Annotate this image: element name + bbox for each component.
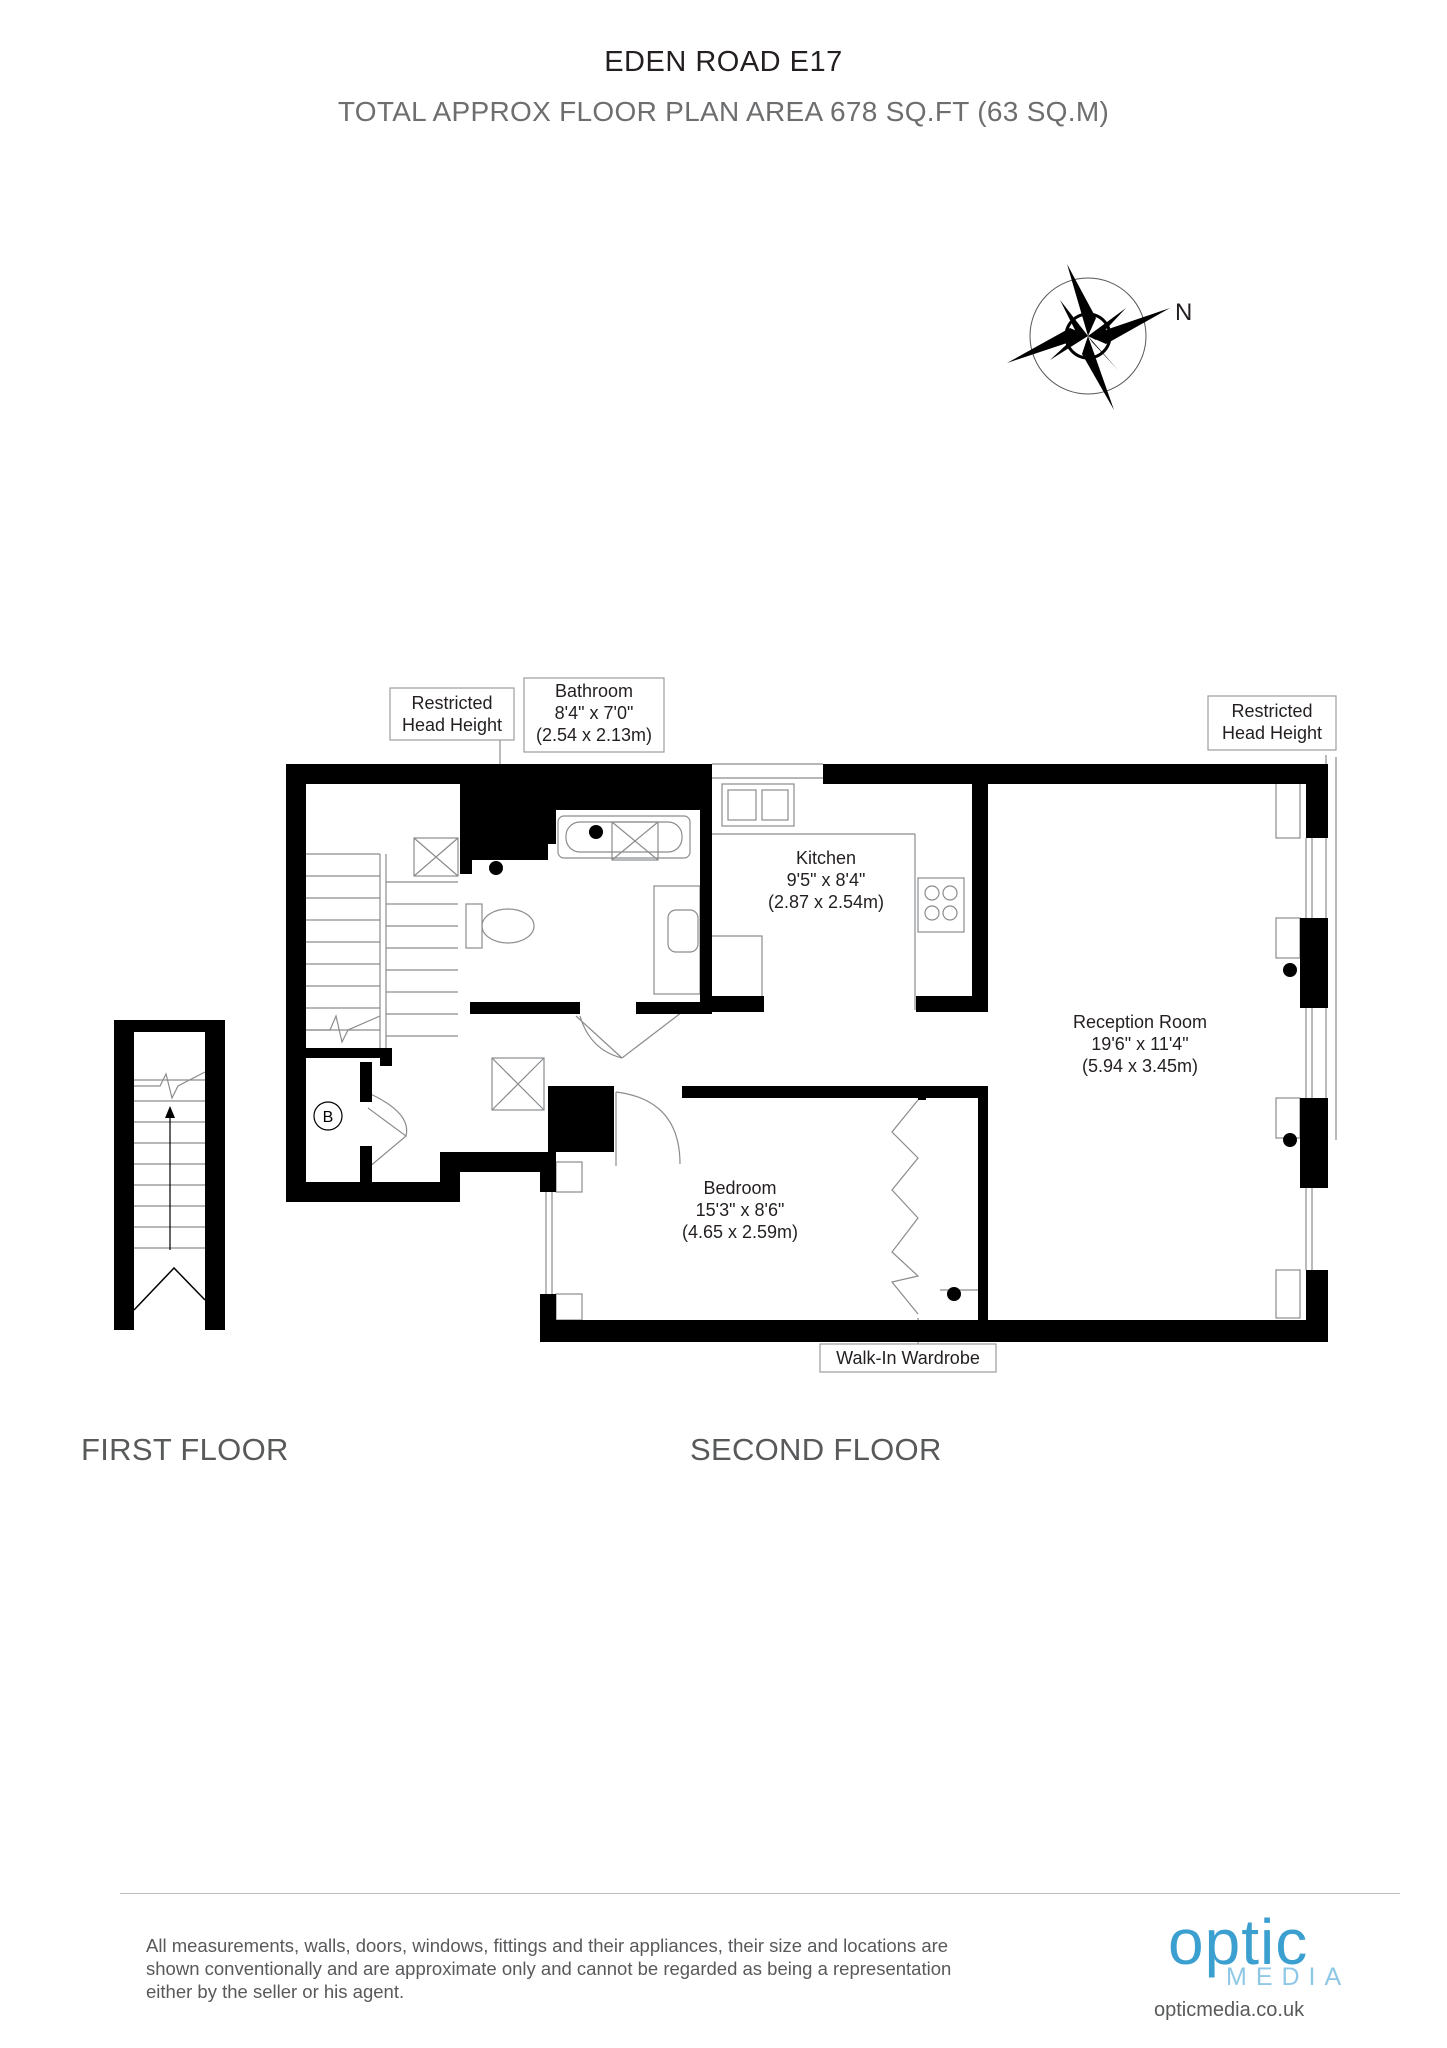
disclaimer-line: All measurements, walls, doors, windows,… [146, 1935, 949, 1956]
boiler-label: B [323, 1109, 334, 1126]
compass-icon: N [1007, 264, 1192, 410]
second-floor-label: SECOND FLOOR [690, 1432, 942, 1467]
bedroom-imperial: 15'3" x 8'6" [696, 1200, 785, 1220]
footer-divider [120, 1893, 1400, 1894]
first-floor-plan [114, 1020, 225, 1330]
disclaimer-text: All measurements, walls, doors, windows,… [146, 1934, 1046, 2003]
bedroom-metric: (4.65 x 2.59m) [682, 1222, 798, 1242]
kitchen-imperial: 9'5" x 8'4" [787, 870, 866, 890]
disclaimer-line: either by the seller or his agent. [146, 1981, 405, 2002]
bathroom-imperial: 8'4" x 7'0" [555, 703, 634, 723]
bathroom-name: Bathroom [555, 681, 633, 701]
plan-title: EDEN ROAD E17 [604, 46, 843, 78]
disclaimer-line: shown conventionally and are approximate… [146, 1958, 952, 1979]
restricted-right-line2: Head Height [1222, 723, 1322, 743]
logo-subword: MEDIA [1226, 1963, 1351, 1991]
reception-imperial: 19'6" x 11'4" [1091, 1034, 1188, 1054]
walk-in-wardrobe-box [819, 1343, 997, 1373]
restricted-head-height-left-box [389, 687, 515, 741]
first-floor-label: FIRST FLOOR [81, 1432, 289, 1467]
reception-name: Reception Room [1073, 1012, 1207, 1032]
bedroom-name: Bedroom [703, 1178, 776, 1198]
kitchen-name: Kitchen [796, 848, 856, 868]
bathroom-metric: (2.54 x 2.13m) [536, 725, 652, 745]
restricted-right-line1: Restricted [1231, 701, 1312, 721]
second-floor-plan: B Restricted Head Height Bathroom 8'4" x… [286, 677, 1337, 1373]
restricted-head-height-right-box [1207, 695, 1337, 751]
plan-subtitle: TOTAL APPROX FLOOR PLAN AREA 678 SQ.FT (… [337, 96, 1110, 127]
compass-north-label: N [1175, 299, 1192, 326]
bathroom-label-box [523, 677, 665, 753]
kitchen-metric: (2.87 x 2.54m) [768, 892, 884, 912]
restricted-left-line1: Restricted [411, 693, 492, 713]
boiler-icon: B [313, 1101, 343, 1131]
optic-media-logo: optic MEDIA opticmedia.co.uk [1154, 1905, 1341, 2025]
walk-in-wardrobe-label: Walk-In Wardrobe [836, 1348, 980, 1368]
logo-website: opticmedia.co.uk [1154, 1999, 1305, 2021]
reception-metric: (5.94 x 3.45m) [1082, 1056, 1198, 1076]
logo-wordmark: optic [1168, 1906, 1309, 1978]
restricted-left-line2: Head Height [402, 715, 502, 735]
